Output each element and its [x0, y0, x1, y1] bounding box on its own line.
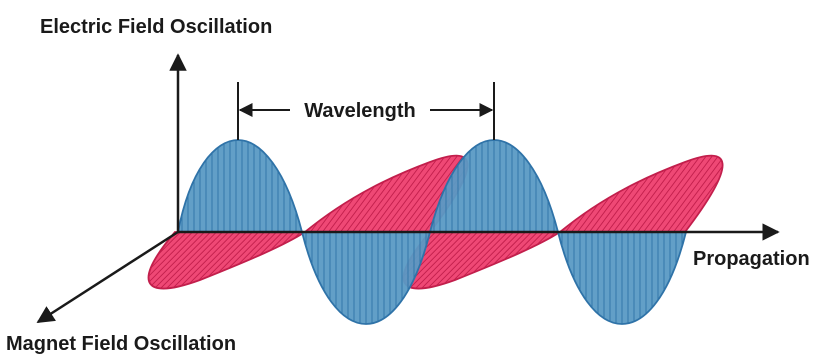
magnetic-axis-arrow: [36, 230, 179, 324]
propagation-label: Propagation: [693, 248, 810, 270]
magnetic-field-label: Magnet Field Oscillation: [6, 333, 236, 355]
electric-field-wave: [176, 139, 688, 325]
wavelength-marker: [237, 82, 495, 140]
wavelength-label: Wavelength: [304, 100, 416, 122]
axes: [36, 53, 780, 324]
electric-field-label: Electric Field Oscillation: [40, 16, 272, 38]
electric-lobe-1: [176, 139, 304, 233]
